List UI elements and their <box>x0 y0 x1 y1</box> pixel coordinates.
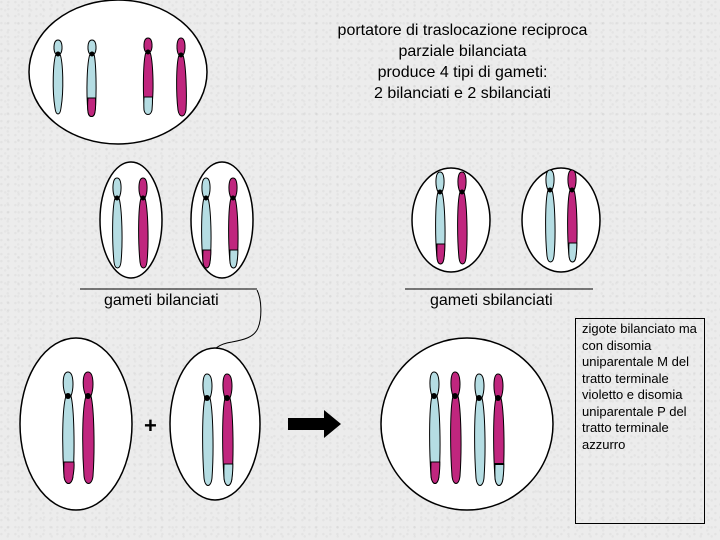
gamete-balanced-1 <box>99 161 163 279</box>
label-balanced-gametes: gameti bilanciati <box>104 292 219 309</box>
connector-line <box>211 289 262 357</box>
title-line1: portatore di traslocazione reciproca <box>337 22 588 39</box>
gamete-balanced-2 <box>190 161 254 279</box>
title-line3: produce 4 tipi di gameti: <box>377 64 548 81</box>
plus-sign: + <box>144 413 157 438</box>
parent-chromosomes <box>52 37 187 117</box>
arrow-icon <box>288 410 341 438</box>
zygote-cell <box>380 337 554 511</box>
title-block: portatore di traslocazione reciproca par… <box>290 20 635 104</box>
gamete-unbalanced-1 <box>411 167 491 273</box>
bottom-cell-middle <box>169 347 261 501</box>
zygote-note: zigote bilanciato ma con disomia unipare… <box>575 318 705 524</box>
label-unbalanced-gametes: gameti sbilanciati <box>430 292 553 309</box>
title-line4: 2 bilanciati e 2 sbilanciati <box>374 85 551 102</box>
chromosome-blue <box>52 39 64 115</box>
bottom-chromosomes <box>62 371 505 486</box>
gamete-unbalanced-2 <box>521 167 601 273</box>
bottom-cell-left <box>19 337 133 511</box>
gamete-chromosomes <box>112 169 578 269</box>
chromosome-violet <box>176 37 187 117</box>
title-line2: parziale bilanciata <box>398 43 527 60</box>
parent-cell <box>28 0 208 145</box>
